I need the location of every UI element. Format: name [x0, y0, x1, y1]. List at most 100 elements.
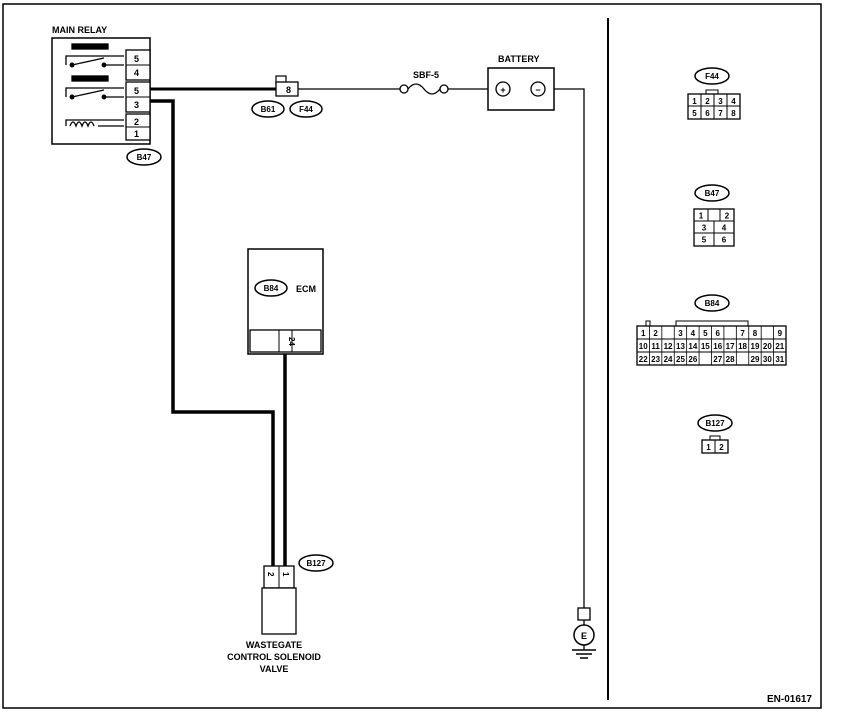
b47-pin: 6 — [722, 236, 727, 245]
relay-switch-1 — [65, 43, 124, 68]
b127-view-label: B127 — [705, 419, 725, 428]
b84-pin: 18 — [738, 342, 747, 351]
main-relay-pin-block: 5 4 5 3 2 1 — [125, 49, 151, 141]
b127-pin: 1 — [706, 443, 711, 452]
b84-pin: 28 — [726, 355, 735, 364]
f44-pin: 3 — [718, 97, 723, 106]
b84-pin: 5 — [703, 329, 708, 338]
b84-pin: 24 — [664, 355, 673, 364]
b127-connector-oval — [298, 554, 334, 572]
f44-view-oval — [694, 67, 730, 85]
diagram-border — [2, 3, 822, 709]
b84-pin: 29 — [751, 355, 760, 364]
b84-pin: 11 — [651, 342, 660, 351]
wastegate-solenoid: B127 2 1 WASTEGATE CONTROL SOLENOID VALV… — [227, 554, 334, 674]
relay-pin-5b: 5 — [134, 86, 139, 96]
ground-label: E — [581, 631, 587, 641]
b61-connector-oval — [251, 100, 285, 118]
fuse-connector-pin-8: 8 — [286, 85, 291, 95]
relay-switch-2 — [65, 75, 124, 100]
wire-relay-to-solenoid — [150, 99, 275, 566]
b47-view-label: B47 — [705, 189, 720, 198]
b84-pin: 21 — [775, 342, 784, 351]
ground: E — [572, 607, 596, 659]
wire-battery-to-ground — [550, 88, 585, 608]
b84-pin: 14 — [688, 342, 697, 351]
b84-connector-label: B84 — [264, 284, 279, 293]
b84-pin: 4 — [691, 329, 696, 338]
b84-pin: 2 — [653, 329, 658, 338]
b84-connector-oval — [254, 279, 288, 297]
f44-pin: 2 — [705, 97, 710, 106]
b127-view-oval — [697, 414, 733, 432]
solenoid-label-line-3: VALVE — [260, 664, 289, 674]
ecm-label: ECM — [296, 284, 316, 294]
b84-pin: 13 — [676, 342, 685, 351]
solenoid-label-line-2: CONTROL SOLENOID — [227, 652, 321, 662]
b47-connector-label: B47 — [137, 153, 152, 162]
ground-terminal — [577, 607, 591, 621]
b84-pin: 26 — [688, 355, 697, 364]
f44-view-label: F44 — [705, 72, 719, 81]
connector-view-b127: B127 1 2 — [697, 414, 733, 454]
battery-plus-sign: + — [500, 85, 505, 95]
relay-pin-1: 1 — [134, 129, 139, 139]
b84-pin: 23 — [651, 355, 660, 364]
relay-pin-5a: 5 — [134, 54, 139, 64]
relay-pin-4: 4 — [134, 68, 139, 78]
ecm-connector — [249, 329, 322, 353]
f44-pin: 8 — [731, 109, 736, 118]
battery: BATTERY + − — [487, 54, 555, 111]
battery-label: BATTERY — [498, 54, 540, 64]
b84-view-oval — [694, 294, 730, 312]
b84-pin: 19 — [751, 342, 760, 351]
b84-pin: 17 — [726, 342, 735, 351]
b84-pin: 1 — [641, 329, 646, 338]
f44-pin: 4 — [731, 97, 736, 106]
b84-pin: 6 — [715, 329, 720, 338]
b84-pin: 12 — [664, 342, 673, 351]
fuse-element — [407, 83, 441, 95]
f44-pin: 7 — [718, 109, 723, 118]
b84-pin: 7 — [740, 329, 745, 338]
solenoid-pin-2: 2 — [266, 572, 275, 577]
battery-minus-terminal — [530, 81, 546, 97]
ecm: B84 ECM 24 — [247, 248, 324, 355]
b127-pin: 2 — [719, 443, 724, 452]
relay-pin-2: 2 — [134, 117, 139, 127]
fuse-sbf5: SBF-5 — [399, 70, 449, 95]
connector-view-b47: B47 1 2 3 4 5 6 — [693, 184, 735, 247]
solenoid-pin-1: 1 — [281, 572, 290, 577]
fuse-connector: 8 B61 F44 — [251, 75, 323, 118]
b127-connector-label: B127 — [306, 559, 326, 568]
relay-pin-3: 3 — [134, 100, 139, 110]
f44-pin: 5 — [692, 109, 697, 118]
b84-pin: 27 — [713, 355, 722, 364]
b47-pin: 2 — [725, 212, 730, 221]
f44-connector-label: F44 — [299, 105, 313, 114]
battery-plus-terminal — [495, 81, 511, 97]
b47-pin: 5 — [702, 236, 707, 245]
connector-view-f44: F44 1 2 3 4 5 6 7 8 — [687, 67, 741, 120]
figure-id: EN-01617 — [767, 694, 812, 705]
battery-minus-sign: − — [535, 85, 540, 95]
f44-pin: 1 — [692, 97, 697, 106]
b84-pin: 15 — [701, 342, 710, 351]
b84-pin: 10 — [639, 342, 648, 351]
b61-connector-label: B61 — [261, 105, 276, 114]
relay-coil — [65, 119, 124, 128]
b47-pin: 1 — [699, 212, 704, 221]
b84-pin: 3 — [678, 329, 683, 338]
main-relay: MAIN RELAY — [51, 25, 162, 166]
ecm-pin-24: 24 — [287, 337, 296, 346]
solenoid-label-line-1: WASTEGATE — [246, 640, 302, 650]
b84-pin: 16 — [713, 342, 722, 351]
b84-pin: 22 — [639, 355, 648, 364]
b84-pin: 9 — [778, 329, 783, 338]
b84-pin: 20 — [763, 342, 772, 351]
main-relay-title: MAIN RELAY — [52, 25, 107, 35]
f44-connector-oval — [289, 100, 323, 118]
b47-pin: 3 — [702, 224, 707, 233]
